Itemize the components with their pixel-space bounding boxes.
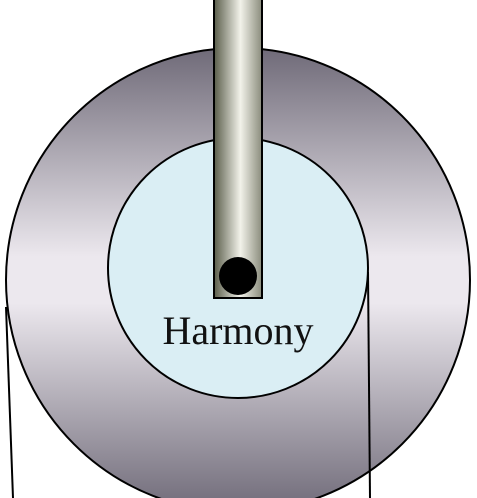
pulley-label: Harmony (162, 308, 313, 353)
axle (219, 257, 257, 295)
support-rod (213, 0, 263, 299)
right-string (367, 271, 371, 498)
left-string (5, 306, 14, 498)
